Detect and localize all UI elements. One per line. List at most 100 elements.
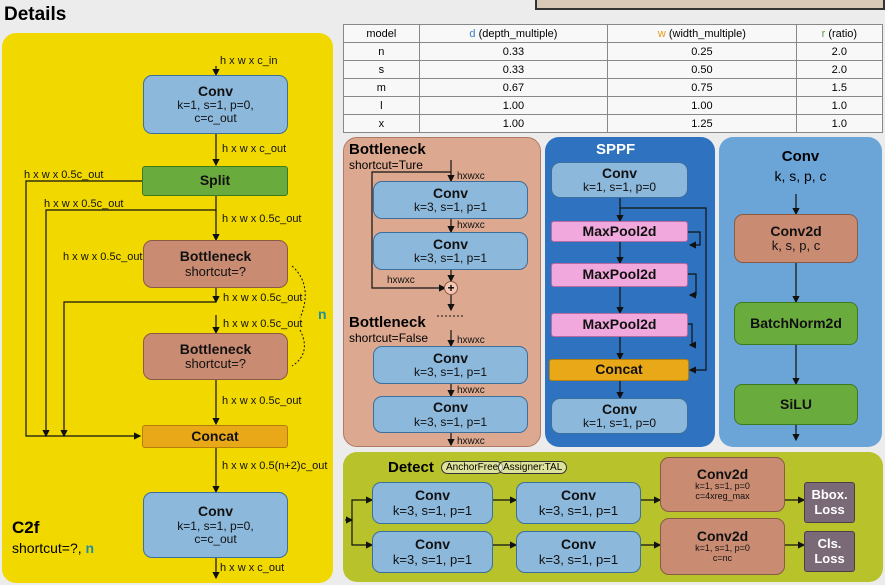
detect-r1-conv1-title: Conv <box>415 487 450 504</box>
detect-title: Detect <box>388 459 434 476</box>
bottleneck-mid2-label: hxwxc <box>457 385 485 396</box>
conv-batchnorm-block: BatchNorm2d <box>734 302 858 345</box>
detect-bbox-loss-l1: Bbox. <box>811 487 848 503</box>
detect-r1-conv2: Conv k=3, s=1, p=1 <box>516 482 641 524</box>
sppf-title: SPPF <box>596 141 636 158</box>
sppf-conv1-params: k=1, s=1, p=0 <box>582 180 657 195</box>
detect-r2-conv2: Conv k=3, s=1, p=1 <box>516 531 641 573</box>
detect-r2-conv2-params: k=3, s=1, p=1 <box>538 551 619 567</box>
table-cell: 1.00 <box>607 96 797 115</box>
detect-cls-loss: Cls. Loss <box>804 531 855 572</box>
table-header-cell: w (width_multiple) <box>607 24 797 43</box>
table-header-symbol: r <box>821 27 826 40</box>
detect-r1-conv2d-params: k=1, s=1, p=0 <box>695 481 750 492</box>
conv-panel-subtitle: k, s, p, c <box>774 168 827 184</box>
table-cell: 1.00 <box>418 114 609 133</box>
sppf-conv2-params: k=1, s=1, p=0 <box>582 416 657 431</box>
table-header-symbol: d <box>469 27 476 40</box>
c2f-conv2-channels: c=c_out <box>194 531 237 546</box>
detect-r1-conv2d-channels: c=4xreg_max <box>695 491 750 502</box>
detect-r1-conv2-title: Conv <box>561 487 596 504</box>
conv-conv2d-block: Conv2d k, s, p, c <box>734 214 858 263</box>
c2f-conv1-params: k=1, s=1, p=0, <box>177 98 254 112</box>
c2f-output-label: h x w x c_out <box>220 562 285 574</box>
webcam-overlay <box>535 0 885 10</box>
conv-batchnorm-title: BatchNorm2d <box>750 314 842 331</box>
table-cell: x <box>343 114 420 133</box>
conv-silu-title: SiLU <box>780 395 812 412</box>
detect-r2-conv1-params: k=3, s=1, p=1 <box>392 551 473 567</box>
sppf-conv2-block: Conv k=1, s=1, p=0 <box>551 398 688 434</box>
c2f-conv2-params: k=1, s=1, p=0, <box>177 518 254 533</box>
c2f-concat-block: Concat <box>142 425 288 448</box>
table-header-text: (depth_multiple) <box>475 27 558 40</box>
detect-r2-conv1-title: Conv <box>415 536 450 553</box>
sppf-concat-block: Concat <box>549 359 689 381</box>
bottleneck-add-node: + <box>444 281 458 295</box>
bottleneck-conv-b-title: Conv <box>433 235 468 252</box>
c2f-conv2-block: Conv k=1, s=1, p=0, c=c_out <box>143 492 288 558</box>
sppf-conv2-title: Conv <box>602 400 637 417</box>
bottleneck-conv-d: Conv k=3, s=1, p=1 <box>373 396 528 433</box>
sppf-maxpool1-block: MaxPool2d <box>551 221 688 242</box>
c2f-input-label: h x w x c_in <box>220 55 278 67</box>
bottleneck-conv-b-params: k=3, s=1, p=1 <box>413 251 488 266</box>
detect-anchorfree-tag: AnchorFree <box>441 461 504 474</box>
c2f-split-left2-label: h x w x 0.5c_out <box>44 198 124 210</box>
sppf-maxpool3-block: MaxPool2d <box>551 313 688 337</box>
bottleneck-out2-label: hxwxc <box>457 436 485 447</box>
table-cell: 0.67 <box>418 78 609 97</box>
sppf-maxpool1-title: MaxPool2d <box>582 222 657 239</box>
table-cell: 0.33 <box>418 60 609 79</box>
bottleneck-false-subtitle: shortcut=False <box>349 331 429 345</box>
bottleneck-in2-label: hxwxc <box>457 335 485 346</box>
c2f-b1-out-label: h x w x 0.5c_out <box>223 292 303 304</box>
conv-conv2d-params: k, s, p, c <box>771 238 821 254</box>
c2f-bottleneck1-block: Bottleneck shortcut=? <box>143 240 288 288</box>
detect-bbox-loss: Bbox. Loss <box>804 482 855 523</box>
detect-r1-conv1: Conv k=3, s=1, p=1 <box>372 482 493 524</box>
page-title: Details <box>4 4 67 25</box>
table-header-symbol: w <box>657 27 666 40</box>
bottleneck-conv-d-title: Conv <box>433 399 468 416</box>
c2f-bottleneck2-title: Bottleneck <box>179 340 252 357</box>
c2f-conv1-block: Conv k=1, s=1, p=0, c=c_out <box>143 75 288 134</box>
c2f-subtitle-n: n <box>85 540 95 556</box>
bottleneck-mid1-label: hxwxc <box>457 220 485 231</box>
c2f-concat-title: Concat <box>191 427 239 444</box>
c2f-conv2-title: Conv <box>198 503 233 520</box>
c2f-concat-out-label: h x w x 0.5(n+2)c_out <box>222 460 328 472</box>
bottleneck-conv-d-params: k=3, s=1, p=1 <box>413 414 488 429</box>
c2f-b2-out-label: h x w x 0.5c_out <box>222 395 302 407</box>
c2f-bottleneck2-shortcut: shortcut=? <box>184 356 247 372</box>
bottleneck-true-subtitle: shortcut=Ture <box>349 158 423 172</box>
c2f-bottleneck1-title: Bottleneck <box>179 248 252 265</box>
bottleneck-true-title: Bottleneck <box>349 141 426 158</box>
detect-r2-conv1: Conv k=3, s=1, p=1 <box>372 531 493 573</box>
c2f-n-label: n <box>318 306 327 322</box>
bottleneck-conv-a-title: Conv <box>433 184 468 201</box>
detect-r2-conv2d-title: Conv2d <box>696 527 749 544</box>
sppf-maxpool3-title: MaxPool2d <box>582 316 657 333</box>
c2f-split-title: Split <box>199 172 231 189</box>
c2f-bottleneck2-block: Bottleneck shortcut=? <box>143 333 288 380</box>
detect-assigner-tag: Assigner:TAL <box>498 461 568 474</box>
c2f-title: C2f <box>12 518 40 537</box>
c2f-subtitle-text: shortcut=?, <box>12 540 86 556</box>
detect-r2-conv2d: Conv2d k=1, s=1, p=0 c=nc <box>660 518 785 575</box>
c2f-conv1-title: Conv <box>198 82 233 99</box>
conv-conv2d-title: Conv2d <box>770 222 822 239</box>
sppf-conv1-block: Conv k=1, s=1, p=0 <box>551 162 688 198</box>
bottleneck-conv-c-params: k=3, s=1, p=1 <box>413 365 488 380</box>
table-header-text: (ratio) <box>825 27 858 40</box>
c2f-conv1-out-label: h x w x c_out <box>222 143 287 155</box>
c2f-subtitle: shortcut=?, n <box>12 540 94 556</box>
bottleneck-conv-c: Conv k=3, s=1, p=1 <box>373 346 528 384</box>
sppf-maxpool2-block: MaxPool2d <box>551 263 688 287</box>
conv-silu-block: SiLU <box>734 384 858 425</box>
